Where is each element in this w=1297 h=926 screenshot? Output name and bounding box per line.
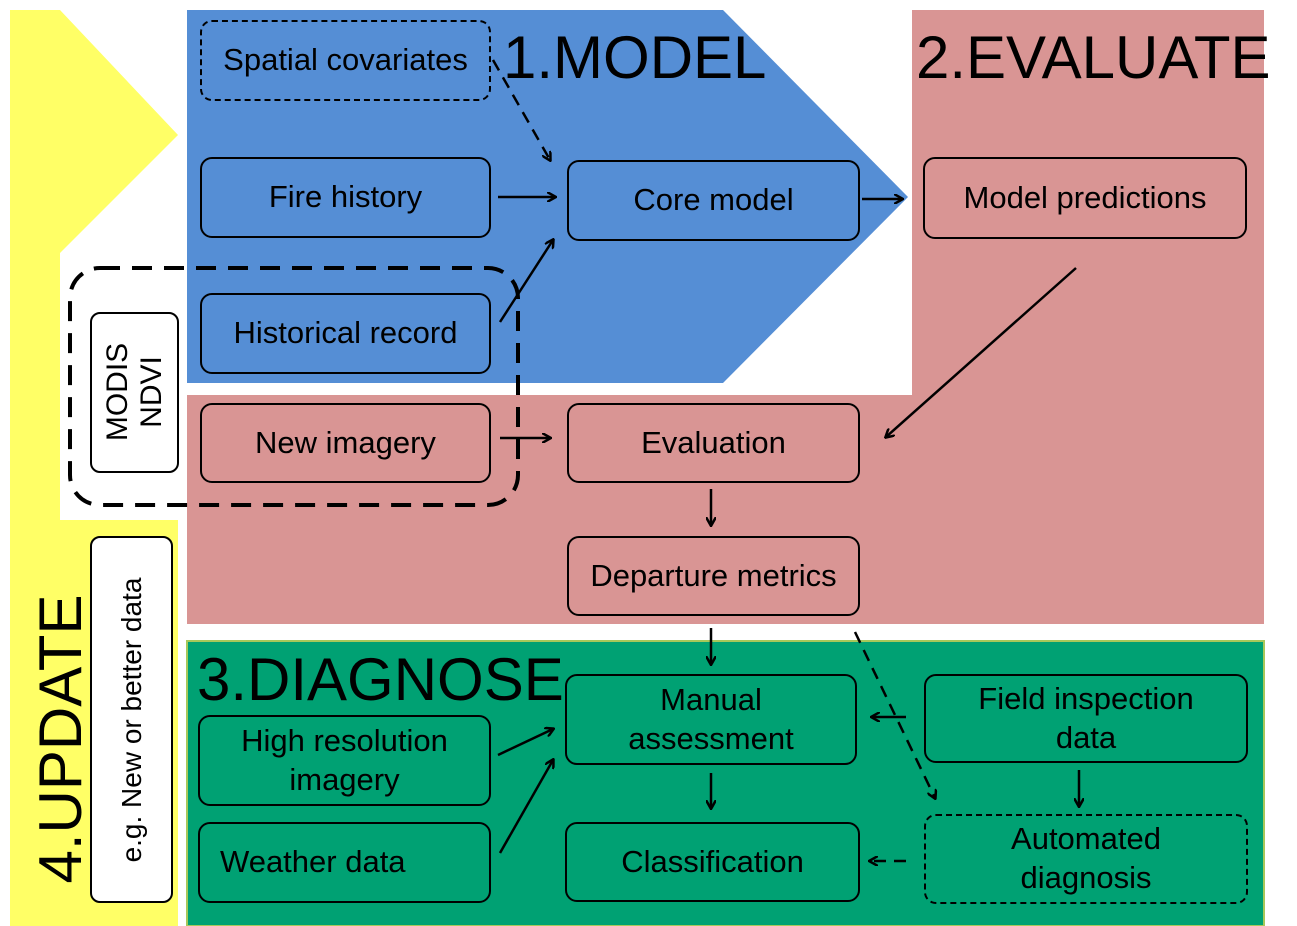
highres-line2: imagery	[289, 761, 400, 797]
section-title-update: 4.UPDATE	[26, 594, 94, 884]
arrow-departure-to-automated	[853, 631, 935, 798]
section-title-diagnose: 3.DIAGNOSE	[197, 646, 564, 713]
field-line2: data	[1055, 719, 1117, 755]
node-high-resolution-imagery: High resolution imagery	[198, 715, 491, 806]
update-note-box	[90, 536, 173, 903]
auto-line1: Automated	[1011, 821, 1161, 857]
arrow-predictions-to-evaluation	[886, 267, 1077, 437]
update-note-text: e.g. New or better data	[116, 577, 147, 863]
node-automated-diagnosis: Automated diagnosis	[924, 814, 1248, 904]
field-line1: Field inspection	[978, 680, 1194, 716]
modis-ndvi-text: MODIS NDVI	[92, 317, 178, 467]
modis-label: MODIS	[100, 342, 134, 442]
highres-line1: High resolution	[241, 722, 448, 758]
modis-ndvi-box	[90, 312, 179, 473]
node-new-imagery: New imagery	[200, 403, 491, 483]
manual-line2: assessment	[628, 720, 794, 756]
node-departure-metrics: Departure metrics	[567, 536, 860, 616]
node-fire-history: Fire history	[200, 157, 491, 238]
arrow-highres-to-manual	[497, 729, 553, 757]
arrow-weather-to-manual	[498, 760, 553, 854]
node-weather-data: Weather data	[198, 822, 491, 903]
section-title-evaluate: 2.EVALUATE	[916, 24, 1271, 91]
auto-line2: diagnosis	[1020, 860, 1152, 895]
ndvi-label: NDVI	[135, 356, 168, 428]
section-title-model: 1.MODEL	[503, 24, 767, 91]
node-manual-assessment: Manual assessment	[565, 674, 857, 765]
node-field-inspection-data: Field inspection data	[924, 674, 1248, 763]
modis-group-outline	[68, 266, 520, 507]
arrow-historical-to-core	[498, 240, 553, 323]
node-evaluation: Evaluation	[567, 403, 860, 483]
manual-line1: Manual	[660, 681, 762, 717]
node-model-predictions: Model predictions	[923, 157, 1247, 239]
node-core-model: Core model	[567, 160, 860, 241]
node-historical-record: Historical record	[200, 293, 491, 374]
node-classification: Classification	[565, 822, 860, 902]
node-spatial-covariates: Spatial covariates	[200, 20, 491, 101]
